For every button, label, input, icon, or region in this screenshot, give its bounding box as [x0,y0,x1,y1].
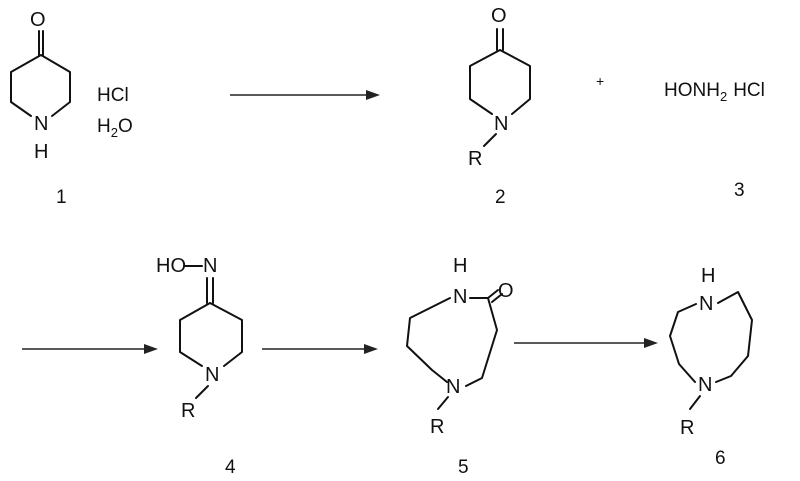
compound-5-carbonyl-bond [487,289,499,299]
compound-5-top-nitrogen: N [453,286,467,308]
compound-2-ring-nitrogen: N [494,113,508,135]
compound-4-substituent: R [181,400,195,422]
compound-3-number: 3 [734,180,745,201]
compound-1-reagent-water: H2O [97,116,133,140]
compound-5-substituent: R [430,416,444,438]
compound-6-number: 6 [715,448,726,469]
arrow-1-to-2 [230,90,380,100]
compound-6-bottom-nitrogen: N [698,374,712,396]
compound-5-bottom-nitrogen: N [446,376,460,398]
arrow-4-to-5 [262,344,378,354]
compound-1-number: 1 [56,187,67,208]
compound-6-ring [669,291,753,383]
compound-6-nh-hydrogen: H [701,265,715,287]
arrow-2-head [144,344,158,354]
compound-4-hydroxyl: HO [156,255,186,277]
compound-5-ring [406,297,498,387]
compound-5-carbonyl-oxygen: O [498,280,514,302]
compound-4-ring-nitrogen: N [205,364,219,386]
compound-1-reagent-hcl: HCl [97,85,129,106]
arrow-5-to-6 [514,338,658,348]
compound-6: H N N R 6 [669,265,753,469]
compound-2: O N R 2 [468,5,531,208]
arrow-1-head [366,90,380,100]
compound-1: O N H HCl H2O 1 [10,9,133,208]
compound-1-ring [10,54,71,117]
arrow-to-4 [22,344,158,354]
compound-6-top-nitrogen: N [699,293,713,315]
arrow-4-head [644,338,658,348]
compound-6-substituent: R [680,417,694,439]
compound-2-ring [469,49,531,115]
compound-5-carbonyl-bond-double [491,293,503,303]
compound-4-number: 4 [225,457,236,478]
compound-4-substituent-bond [195,385,209,399]
compound-1-ring-hydrogen: H [34,141,48,163]
compound-2-number: 2 [495,187,506,208]
compound-5-substituent-bond [437,396,449,410]
arrow-3-head [364,344,378,354]
compound-2-substituent-bond [483,133,497,147]
compound-2-substituent: R [468,148,482,170]
compound-5-nh-hydrogen: H [453,255,467,277]
compound-4-ring [179,302,243,367]
compound-1-carbonyl-oxygen: O [30,9,46,31]
plus-sign: + [596,73,604,89]
compound-4: HO N N R 4 [156,255,243,478]
compound-4-oxime-nitrogen: N [203,255,217,277]
compound-5: H N O N R 5 [406,255,514,478]
compound-6-substituent-bond [689,395,701,410]
compound-5-number: 5 [458,457,469,478]
compound-2-carbonyl-oxygen: O [491,5,507,27]
compound-1-ring-nitrogen: N [34,113,48,135]
